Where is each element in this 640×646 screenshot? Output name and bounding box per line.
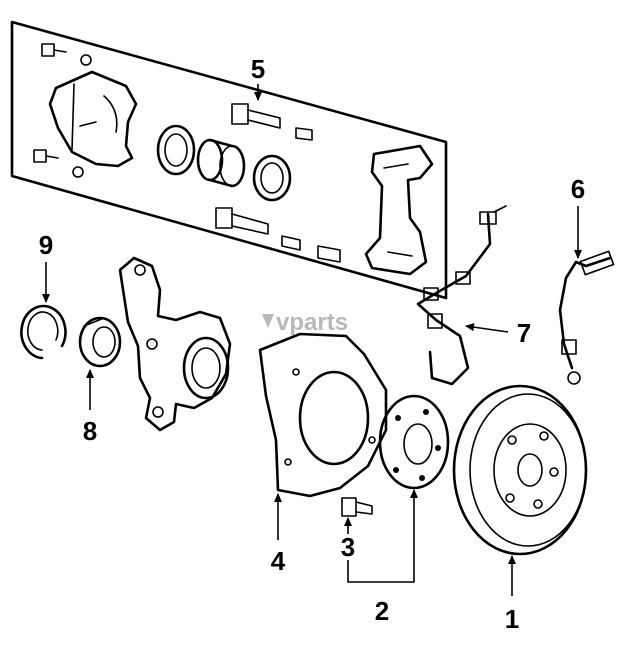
caliper-housing[interactable] [48, 54, 138, 178]
callout-1: 1 [505, 604, 519, 634]
bleeder-screw[interactable] [317, 245, 341, 263]
wheel-hub[interactable] [378, 394, 450, 490]
splash-shield[interactable] [258, 332, 388, 498]
caliper-bolt-upper[interactable] [41, 43, 67, 57]
watermark: vparts [262, 309, 348, 336]
leader-lines [42, 84, 582, 596]
wheel-bearing[interactable] [78, 316, 122, 368]
watermark-text: vparts [276, 309, 348, 336]
brake-hose[interactable] [558, 250, 615, 385]
callout-4: 4 [271, 546, 286, 576]
callout-7: 7 [517, 318, 531, 348]
caliper-kit-panel [10, 20, 448, 300]
dust-boot[interactable] [252, 154, 292, 202]
brake-rotor[interactable] [452, 384, 588, 556]
pin-boot-lower[interactable] [281, 235, 301, 251]
steering-knuckle[interactable] [118, 256, 232, 432]
callout-2: 2 [375, 596, 389, 626]
caliper-mounting-bracket[interactable] [364, 144, 434, 276]
guide-pin-lower[interactable] [215, 207, 269, 235]
caliper-bolt-lower[interactable] [33, 149, 59, 163]
abs-sensor-harness[interactable] [416, 205, 507, 386]
caliper-piston[interactable] [196, 138, 246, 188]
wheel-stud[interactable] [341, 497, 373, 517]
callout-8: 8 [83, 416, 97, 446]
callout-5: 5 [251, 54, 265, 84]
guide-pin-upper[interactable] [231, 103, 281, 129]
pin-boot-upper[interactable] [295, 127, 313, 141]
piston-seal[interactable] [156, 124, 196, 176]
snap-ring[interactable] [20, 304, 67, 360]
callout-6: 6 [571, 174, 585, 204]
callout-3: 3 [341, 532, 355, 562]
callout-9: 9 [39, 230, 53, 260]
